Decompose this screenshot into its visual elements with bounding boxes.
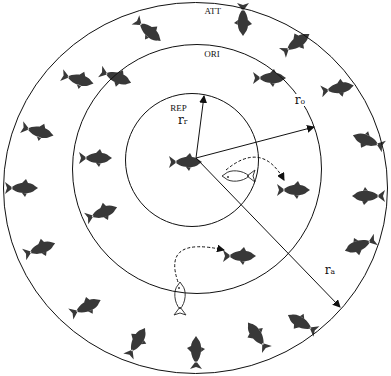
orientation-zone: ORI REP <box>72 44 322 294</box>
zone-outline <box>125 93 259 227</box>
radius-label: rₒ <box>294 94 306 106</box>
zone-name: REP <box>169 104 188 113</box>
zone-outline <box>72 44 322 294</box>
zone-name: ATT <box>204 7 223 16</box>
repulsion-zone: REP <box>125 93 259 227</box>
zone-name: ORI <box>203 50 221 59</box>
radius-label: rₐ <box>324 264 336 276</box>
radius-label: rᵣ <box>177 114 189 126</box>
zone-outline <box>3 2 388 374</box>
attraction-zone: ATT ORI REP <box>3 2 388 374</box>
